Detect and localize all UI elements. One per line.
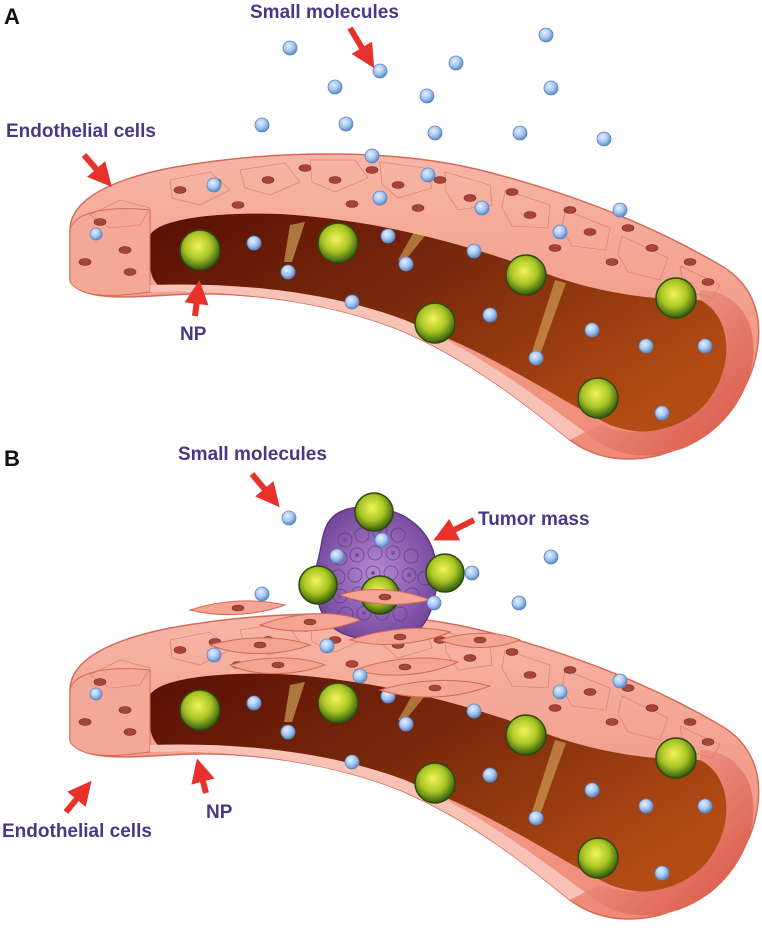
label-endothelial-cells-b: Endothelial cells bbox=[2, 821, 152, 842]
arrow-endothelial-cells-a bbox=[81, 153, 112, 188]
small-molecules-free-a bbox=[206, 27, 628, 218]
leaky-endothelial-cells bbox=[188, 589, 522, 698]
label-tumor-mass: Tumor mass bbox=[478, 509, 590, 530]
panel-b-letter: B bbox=[4, 446, 20, 471]
label-np-a: NP bbox=[180, 324, 207, 345]
arrow-endothelial-cells-b bbox=[63, 780, 92, 814]
label-small-molecules-b: Small molecules bbox=[178, 444, 327, 465]
label-small-molecules-a: Small molecules bbox=[250, 2, 399, 23]
label-np-b: NP bbox=[206, 802, 233, 823]
panel-a-letter: A bbox=[4, 4, 20, 29]
blood-vessel-a bbox=[69, 153, 760, 460]
tumor-mass bbox=[298, 492, 465, 641]
arrow-np-a bbox=[184, 280, 209, 317]
arrow-tumor-mass bbox=[433, 517, 476, 541]
arrow-np-b bbox=[191, 758, 215, 794]
panel-b: B bbox=[2, 444, 760, 920]
arrow-small-molecules-a bbox=[347, 26, 375, 69]
label-endothelial-cells-a: Endothelial cells bbox=[6, 121, 156, 142]
arrow-small-molecules-b bbox=[249, 472, 280, 508]
panel-a: A Small molecules Endothelial ce bbox=[4, 2, 760, 460]
small-molecules-free-b bbox=[206, 510, 628, 689]
